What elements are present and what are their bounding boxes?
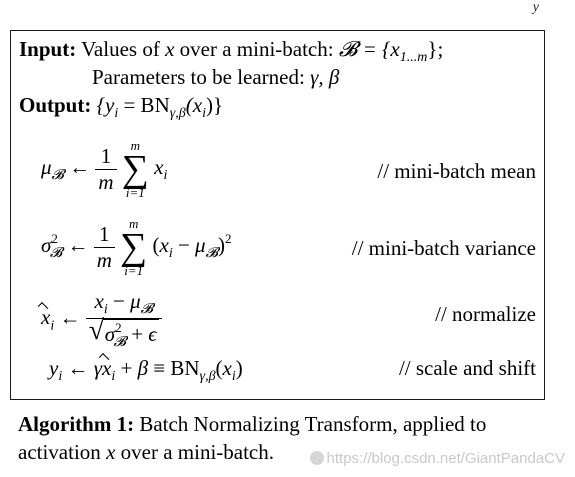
output-line: Output: {yi = BNγ,β(xi)} — [19, 93, 223, 122]
comment-normalize: // normalize — [435, 302, 536, 326]
input-set-end: }; — [427, 37, 444, 61]
caption-var: x — [106, 440, 116, 464]
params-text: Parameters to be learned: — [92, 65, 305, 89]
watermark-logo-icon — [309, 451, 324, 465]
output-eq: = BN — [123, 93, 170, 117]
input-label: Input: — [19, 37, 77, 61]
caption-text1: Batch Normalizing Transform, applied to — [139, 412, 487, 436]
caption-text2a: activation — [18, 440, 101, 464]
equation-normalize: xi ← xi − μ𝓑√σ2𝓑 + ϵ — [41, 289, 162, 350]
algorithm-box: Input: Values of x over a mini-batch: 𝓑 … — [10, 30, 545, 400]
params-line: Parameters to be learned: γ, β — [92, 65, 339, 90]
output-close: )} — [205, 93, 224, 117]
watermark: https://blog.csdn.net/GiantPandaCV — [309, 450, 565, 467]
caption-label: Algorithm 1: — [18, 412, 135, 436]
comment-variance: // mini-batch variance — [351, 236, 536, 260]
input-set: 𝓑 = {x — [338, 37, 400, 61]
input-text2: over a mini-batch: — [179, 37, 334, 61]
equation-scale-shift: yi ← γxi + β ≡ BNγ,β(xi) — [49, 356, 243, 384]
comment-scale-shift: // scale and shift — [398, 356, 536, 380]
input-line: Input: Values of x over a mini-batch: 𝓑 … — [19, 37, 443, 66]
caption-text2b: over a mini-batch. — [120, 440, 274, 464]
output-i: i — [114, 106, 119, 121]
caption-line-1: Algorithm 1: Batch Normalizing Transform… — [18, 412, 486, 437]
output-sub: γ,β — [169, 106, 186, 121]
watermark-text: https://blog.csdn.net/GiantPandaCV — [326, 450, 565, 467]
output-arg-i: i — [202, 106, 206, 121]
params-vars: γ, β — [310, 65, 340, 89]
input-set-sub: 1...m — [399, 50, 428, 65]
input-text: Values of — [81, 37, 160, 61]
output-open: {y — [96, 93, 115, 117]
output-label: Output: — [19, 93, 92, 117]
output-arg: (x — [185, 93, 203, 117]
input-var: x — [165, 37, 175, 61]
page-fragment-top: y — [532, 0, 539, 15]
comment-mean: // mini-batch mean — [377, 159, 536, 183]
caption-line-2: activation x over a mini-batch. — [18, 440, 274, 465]
